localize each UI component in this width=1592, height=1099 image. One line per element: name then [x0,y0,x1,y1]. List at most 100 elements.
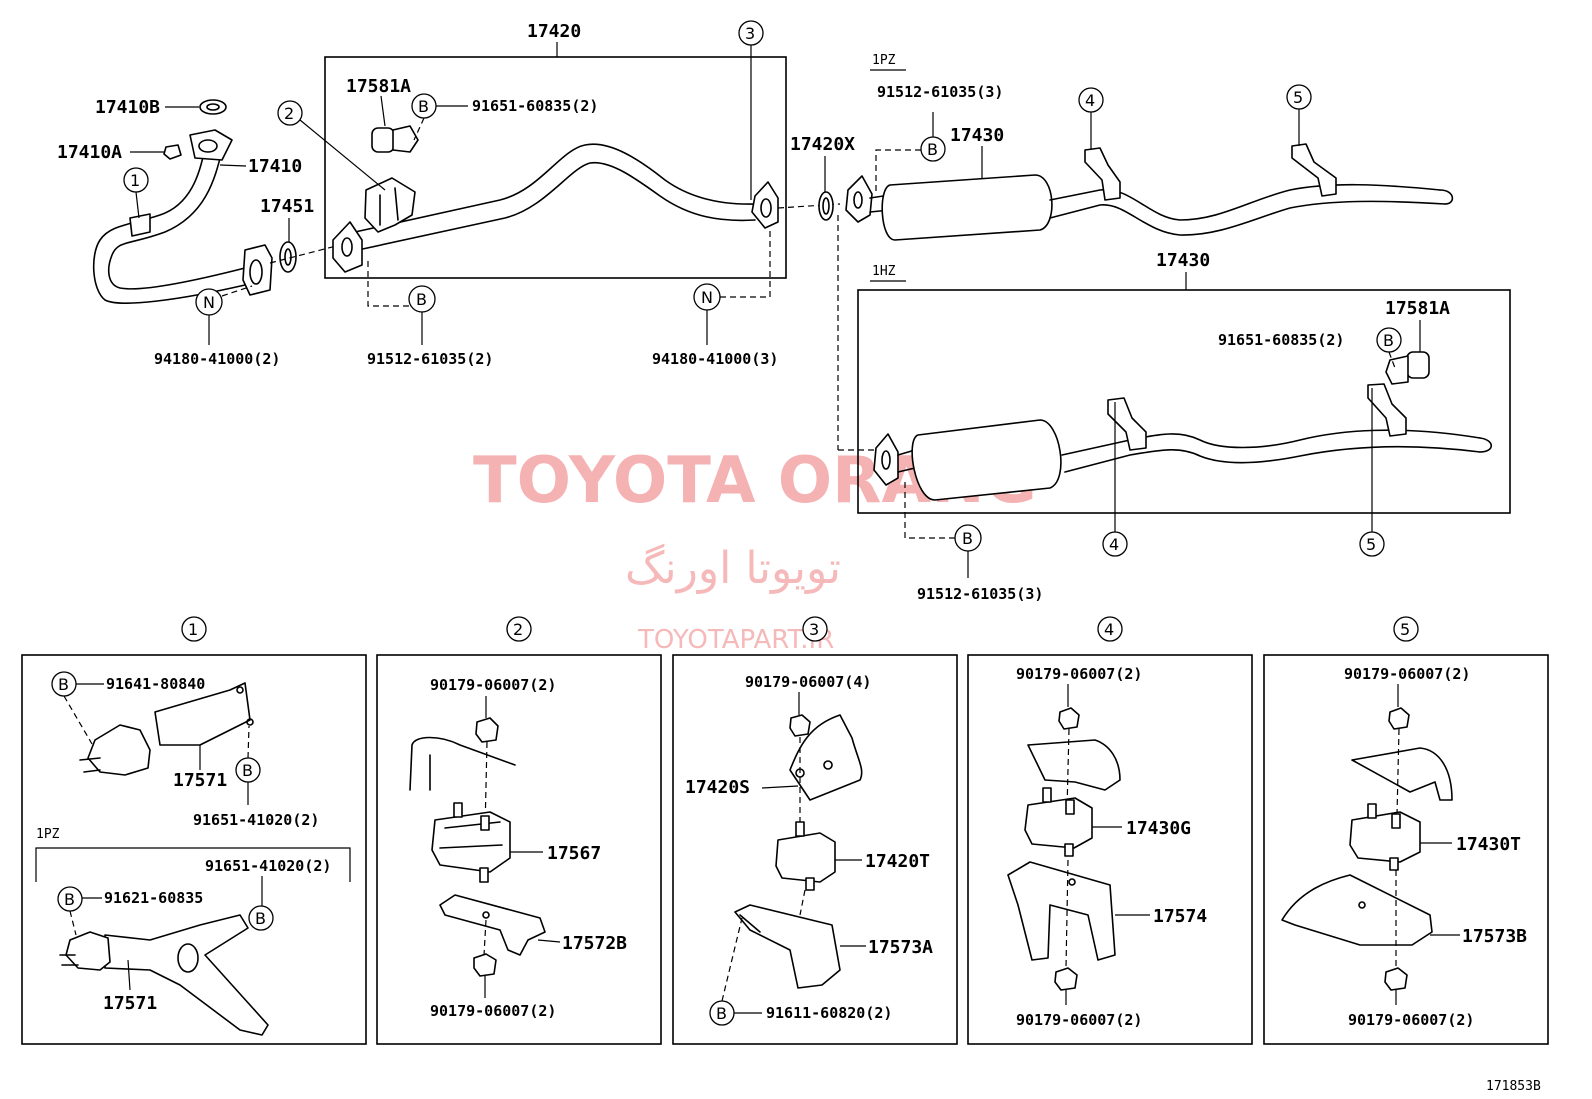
svg-text:B: B [716,1004,727,1023]
label-17581A-right: 17581A [1385,298,1450,319]
detail-header-5: 5 [1393,616,1419,642]
label-d5-bottom-nut: 90179-06007(2) [1348,1011,1474,1029]
d2-frame [409,736,516,791]
label-d3-17420S: 17420S [685,777,750,798]
diagram-id: 171853B [1486,1079,1541,1094]
label-d1-91651-41020-a: 91651-41020(2) [193,811,319,829]
callout-2: 2 [277,100,303,126]
label-94180-41000-2: 94180-41000(2) [154,350,280,368]
nut-17410A [163,144,182,160]
nut-marker-center: N [693,283,721,311]
detail-header-2: 2 [506,616,532,642]
svg-text:4: 4 [1104,620,1114,639]
bolt-marker-d3: B [709,1000,735,1026]
label-d2-top-nut: 90179-06007(2) [430,676,556,694]
svg-text:4: 4 [1085,91,1095,110]
d4-rubber-mount [1024,787,1093,857]
label-17410A: 17410A [57,142,122,163]
bolt-marker-d1-a: B [51,671,77,697]
d5-bracket-17573B [1281,874,1433,946]
svg-text:N: N [203,293,215,312]
svg-text:1: 1 [188,620,198,639]
label-17420X: 17420X [790,134,855,155]
muffler-1pz [845,143,1454,241]
watermark-persian: تویوتا اورنگ [625,543,841,594]
bolt-marker-top: B [411,93,437,119]
label-d3-17420T: 17420T [865,851,930,872]
svg-text:B: B [416,290,427,309]
svg-text:2: 2 [513,620,523,639]
gasket-17451 [279,241,297,273]
detail1-upper-bracket [79,682,254,776]
label-17410: 17410 [248,156,302,177]
label-d1-17571-a: 17571 [173,770,227,791]
detail-header-3: 3 [802,616,828,642]
d3-nut-top [789,714,811,737]
d5-nut-top [1388,707,1410,730]
label-d1-91621-60835: 91621-60835 [104,889,203,907]
d5-nut-bottom [1384,967,1408,991]
label-91512-61035-3-bottom: 91512-61035(3) [917,585,1043,603]
detail-header-1: 1 [181,616,207,642]
callout-3: 3 [738,20,764,46]
label-94180-41000-3: 94180-41000(3) [652,350,778,368]
label-d2-bottom-nut: 90179-06007(2) [430,1002,556,1020]
svg-text:B: B [418,97,429,116]
svg-text:3: 3 [809,620,819,639]
svg-text:2: 2 [284,104,294,123]
svg-text:B: B [962,529,973,548]
watermark-site: TOYOTAPART.IR [637,625,834,655]
bolt-marker-d1-c: B [248,905,274,931]
svg-text:B: B [242,761,253,780]
bolt-marker-1hz-bottom: B [954,524,982,552]
nut-marker-left: N [195,288,223,316]
bolt-marker-1hz-top: B [1376,327,1402,353]
svg-text:4: 4 [1109,535,1119,554]
detail-box-2 [376,654,662,1045]
label-d5-17573B: 17573B [1462,926,1527,947]
bolt-marker-1pz: B [920,136,946,162]
d4-bracket-17574 [1007,861,1116,961]
label-d4-17574: 17574 [1153,906,1207,927]
svg-text:1: 1 [130,171,140,190]
detail-box-1 [21,654,367,1045]
detail-box-5 [1263,654,1549,1045]
svg-text:B: B [255,909,266,928]
svg-text:3: 3 [745,24,755,43]
label-91651-60835-2-right: 91651-60835(2) [1218,331,1344,349]
label-d5-top-nut: 90179-06007(2) [1344,665,1470,683]
svg-text:B: B [927,140,938,159]
gasket-17410B [199,99,227,115]
d3-support-17420S [789,714,863,801]
label-d3-91611-60820: 91611-60820(2) [766,1004,892,1022]
label-d4-17430G: 17430G [1126,818,1191,839]
label-d3-17573A: 17573A [868,937,933,958]
svg-text:B: B [58,675,69,694]
d5-rubber-mount [1349,803,1421,871]
callout-5-top: 5 [1286,84,1312,110]
svg-text:B: B [1383,331,1394,350]
label-17430-top: 17430 [950,125,1004,146]
d3-bracket [734,904,841,989]
muffler-1hz-box [857,289,1511,514]
label-variant-1pz: 1PZ [872,53,896,68]
svg-text:5: 5 [1400,620,1410,639]
d2-nut-top [475,717,499,743]
svg-text:B: B [64,890,75,909]
d2-rubber-mount [431,802,511,883]
callout-5-bottom: 5 [1359,531,1385,557]
svg-text:N: N [701,288,713,307]
svg-text:5: 5 [1366,535,1376,554]
label-d1-variant: 1PZ [36,827,60,842]
center-pipe-box [324,56,787,279]
label-d4-top-nut: 90179-06007(2) [1016,665,1142,683]
label-d3-top-nut: 90179-06007(4) [745,673,871,691]
label-d2-17567: 17567 [547,843,601,864]
label-17410B: 17410B [95,97,160,118]
d2-nut-bottom [473,953,497,977]
label-17451: 17451 [260,196,314,217]
bolt-marker-d1-d: B [57,886,83,912]
center-pipe-17420 [332,143,779,273]
label-91512-61035-2: 91512-61035(2) [367,350,493,368]
front-pipe-17410 [92,129,273,304]
